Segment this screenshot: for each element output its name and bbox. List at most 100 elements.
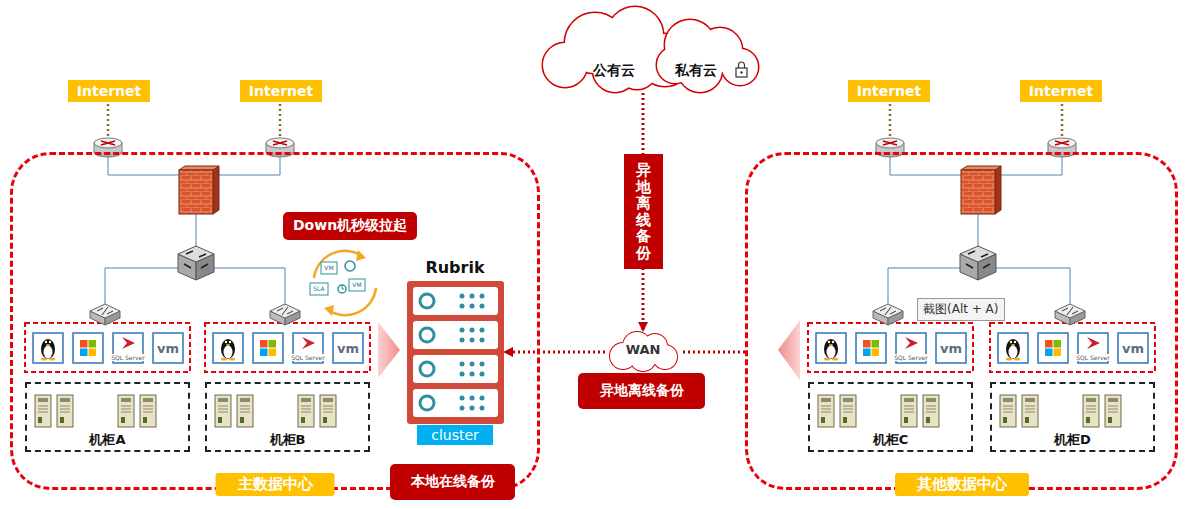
network-illustration bbox=[960, 246, 996, 280]
icon-label: vm bbox=[1118, 333, 1148, 363]
server-rack-symbol bbox=[413, 389, 498, 417]
box-label: Internet bbox=[77, 83, 141, 99]
server-rack-symbol bbox=[407, 281, 504, 424]
recovery-cycle-icon bbox=[310, 250, 376, 316]
rack-box: 机柜B bbox=[205, 382, 370, 452]
recovery-cycle-icon bbox=[310, 283, 328, 295]
product-name: Rubrik bbox=[425, 258, 484, 277]
rack-label: 机柜D bbox=[1054, 431, 1091, 449]
network-illustration bbox=[808, 323, 973, 372]
server-rack-symbol bbox=[469, 338, 474, 343]
server-rack-symbol bbox=[420, 294, 434, 308]
server-rack-symbol bbox=[459, 396, 464, 401]
server-rack-symbol bbox=[413, 321, 498, 349]
recovery-cycle-icon bbox=[342, 286, 344, 289]
callout-box: Down机秒级拉起 bbox=[283, 212, 417, 240]
recovery-cycle-icon bbox=[321, 262, 337, 274]
dotted-connector bbox=[642, 93, 645, 330]
server-rack-symbol bbox=[459, 338, 464, 343]
icon-label: vm bbox=[936, 333, 966, 363]
network-illustration bbox=[1000, 395, 1121, 427]
server-rack-symbol bbox=[459, 362, 464, 367]
server-rack-symbol bbox=[459, 304, 464, 309]
internet-box: Internet bbox=[240, 80, 322, 102]
dotted-connector bbox=[505, 351, 605, 354]
cloud-label: 私有云 bbox=[675, 62, 717, 80]
edge-label: 异地离线备份 bbox=[624, 154, 663, 269]
server-rack-symbol bbox=[479, 328, 484, 333]
rack-box: 机柜D bbox=[990, 382, 1155, 452]
internet-leader bbox=[107, 104, 110, 140]
internet-box: Internet bbox=[1020, 80, 1102, 102]
wan-cloud: WAN bbox=[605, 330, 681, 370]
region-title: 主数据中心 bbox=[216, 473, 335, 496]
internet-leader bbox=[108, 104, 1062, 140]
cloud-outline bbox=[722, 49, 758, 85]
rack-label: 机柜A bbox=[89, 431, 125, 449]
backup-cluster: Rubrik cluster bbox=[405, 258, 505, 445]
chevron bbox=[378, 322, 400, 378]
server-rack-symbol bbox=[469, 294, 474, 299]
lock-icon bbox=[736, 68, 747, 77]
server-rack-symbol bbox=[479, 406, 484, 411]
server-rack-symbol bbox=[479, 372, 484, 377]
internet-box: Internet bbox=[848, 80, 930, 102]
server-rack-symbol bbox=[413, 355, 498, 383]
box-label: 本地在线备份 bbox=[411, 473, 495, 491]
server-rack-symbol bbox=[469, 328, 474, 333]
server-rack-symbol bbox=[459, 406, 464, 411]
network-illustration bbox=[90, 304, 120, 325]
server-rack-symbol bbox=[479, 294, 484, 299]
box-label: 异地离线备份 bbox=[600, 382, 684, 400]
server-rack-symbol bbox=[479, 338, 484, 343]
rack-box: 机柜A bbox=[25, 382, 190, 452]
dotted-connector bbox=[681, 351, 745, 354]
callout-box: 异地离线备份 bbox=[578, 373, 705, 409]
network-illustration bbox=[178, 246, 214, 280]
icon-label: SQL Server bbox=[291, 354, 324, 361]
icon-label: VM bbox=[321, 263, 337, 273]
internet-leader bbox=[1061, 104, 1064, 140]
network-illustration bbox=[205, 323, 370, 372]
server-rack-symbol bbox=[469, 304, 474, 309]
lock-icon bbox=[740, 71, 742, 73]
server-rack-symbol bbox=[469, 362, 474, 367]
server-rack bbox=[407, 281, 504, 424]
callout-box: 本地在线备份 bbox=[390, 464, 515, 500]
rack-box: 机柜C bbox=[808, 382, 973, 452]
recovery-cycle-icon bbox=[314, 251, 362, 278]
icon-label: SQL Server bbox=[1076, 354, 1109, 361]
server-rack-symbol bbox=[469, 406, 474, 411]
internet-box: Internet bbox=[68, 80, 150, 102]
server-rack-symbol bbox=[459, 372, 464, 377]
server-rack-symbol bbox=[407, 281, 504, 424]
cluster-label: cluster bbox=[417, 425, 493, 445]
network-illustration bbox=[990, 323, 1155, 372]
network-illustration bbox=[215, 395, 336, 427]
recovery-cycle-icon bbox=[345, 261, 355, 271]
recovery-cycle-icon bbox=[328, 288, 376, 315]
internet-leader bbox=[889, 104, 892, 140]
lock-icon bbox=[739, 62, 745, 68]
chevron bbox=[778, 320, 800, 380]
icon-label: VM bbox=[349, 280, 365, 290]
lock-icon bbox=[736, 62, 747, 77]
datacenter-region: 其他数据中心机柜C机柜D bbox=[745, 152, 1178, 490]
box-label: Internet bbox=[249, 83, 313, 99]
icon-label: vm bbox=[333, 333, 363, 363]
server-rack-symbol bbox=[469, 396, 474, 401]
network-wire bbox=[888, 152, 1070, 310]
cloud-label: 公有云 bbox=[593, 62, 635, 80]
icon-label: vm bbox=[153, 333, 183, 363]
cloud-outline bbox=[525, 5, 760, 93]
tooltip: 截图(Alt + A) bbox=[917, 298, 1005, 321]
server-rack-symbol bbox=[420, 396, 434, 410]
icon-label: SQL Server bbox=[111, 354, 144, 361]
server-rack-symbol bbox=[420, 362, 434, 376]
rack-label: 机柜C bbox=[873, 431, 909, 449]
recovery-cycle-icon bbox=[349, 279, 365, 291]
server-rack-symbol bbox=[469, 372, 474, 377]
icon-label: SQL Server bbox=[894, 354, 927, 361]
internet-leader bbox=[279, 104, 282, 140]
